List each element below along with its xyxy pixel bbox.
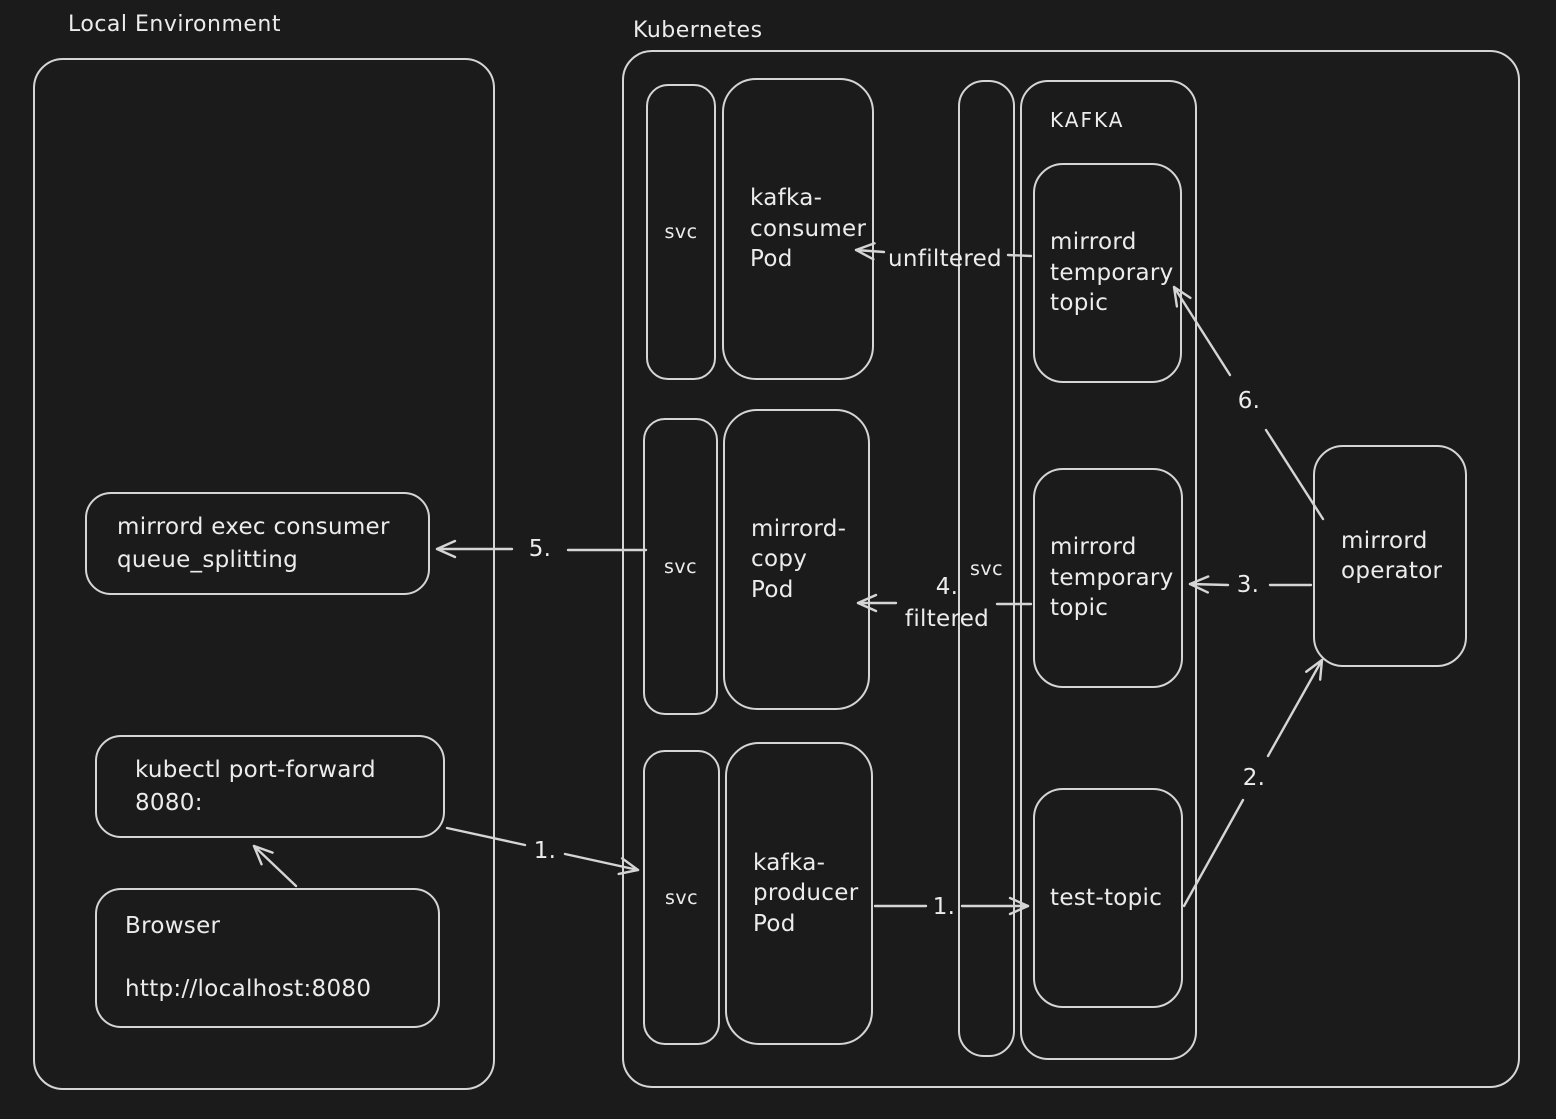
test-topic-box: test-topic: [1033, 788, 1183, 1008]
kafka-container: KAFKA: [1020, 80, 1197, 1060]
arrow-label-1-local: 1.: [533, 838, 557, 864]
mirrord-operator-box: mirrord operator: [1313, 445, 1467, 667]
mirrord-copy-pod: mirrord- copy Pod: [723, 409, 870, 710]
mirrord-exec-label: mirrord exec consumer queue_splitting: [117, 514, 390, 573]
svc-producer-label: svc: [664, 886, 699, 909]
mirrord-temporary-topic-top: mirrord temporary topic: [1033, 163, 1182, 383]
arrow-label-filtered: filtered: [904, 606, 990, 632]
kubectl-port-forward-box: kubectl port-forward 8080:: [95, 735, 445, 838]
svc-mirrord-copy-label: svc: [663, 555, 698, 578]
arrow-label-4: 4.: [935, 574, 959, 600]
svc-box-mirrord-copy: svc: [643, 418, 718, 715]
kubectl-port-forward-label: kubectl port-forward 8080:: [135, 757, 376, 816]
kafka-svc-box: svc: [958, 80, 1015, 1057]
kafka-consumer-pod-label: kafka- consumer Pod: [750, 185, 867, 273]
mirrord-temporary-topic-top-label: mirrord temporary topic: [1050, 229, 1174, 317]
local-environment-container: [33, 58, 495, 1090]
svc-consumer-label: svc: [664, 221, 698, 243]
svc-box-producer: svc: [643, 750, 720, 1045]
kafka-consumer-pod: kafka- consumer Pod: [722, 78, 874, 380]
kafka-producer-pod-label: kafka- producer Pod: [753, 849, 859, 937]
kubernetes-title: Kubernetes: [633, 18, 763, 43]
mirrord-temporary-topic-middle-label: mirrord temporary topic: [1050, 534, 1174, 622]
arrow-label-1-producer: 1.: [932, 894, 956, 920]
arrow-label-2: 2.: [1242, 765, 1266, 791]
arrow-label-6: 6.: [1237, 388, 1261, 414]
mirrord-operator-label: mirrord operator: [1341, 527, 1443, 584]
kafka-svc-label: svc: [969, 557, 1004, 580]
svc-box-consumer: svc: [646, 84, 716, 380]
mirrord-exec-box: mirrord exec consumer queue_splitting: [85, 492, 430, 595]
kafka-title: KAFKA: [1050, 108, 1125, 132]
local-environment-title: Local Environment: [68, 12, 281, 37]
mirrord-temporary-topic-middle: mirrord temporary topic: [1033, 468, 1183, 688]
kafka-producer-pod: kafka- producer Pod: [725, 742, 873, 1045]
test-topic-label: test-topic: [1050, 884, 1163, 911]
browser-box: Browser http://localhost:8080: [95, 888, 440, 1028]
arrow-label-5: 5.: [528, 536, 552, 562]
mirrord-copy-pod-label: mirrord- copy Pod: [751, 515, 847, 603]
arrow-label-3: 3.: [1236, 572, 1260, 598]
arrow-label-unfiltered: unfiltered: [888, 246, 1002, 272]
kubernetes-container: [622, 50, 1520, 1088]
browser-label: Browser http://localhost:8080: [125, 913, 372, 1002]
